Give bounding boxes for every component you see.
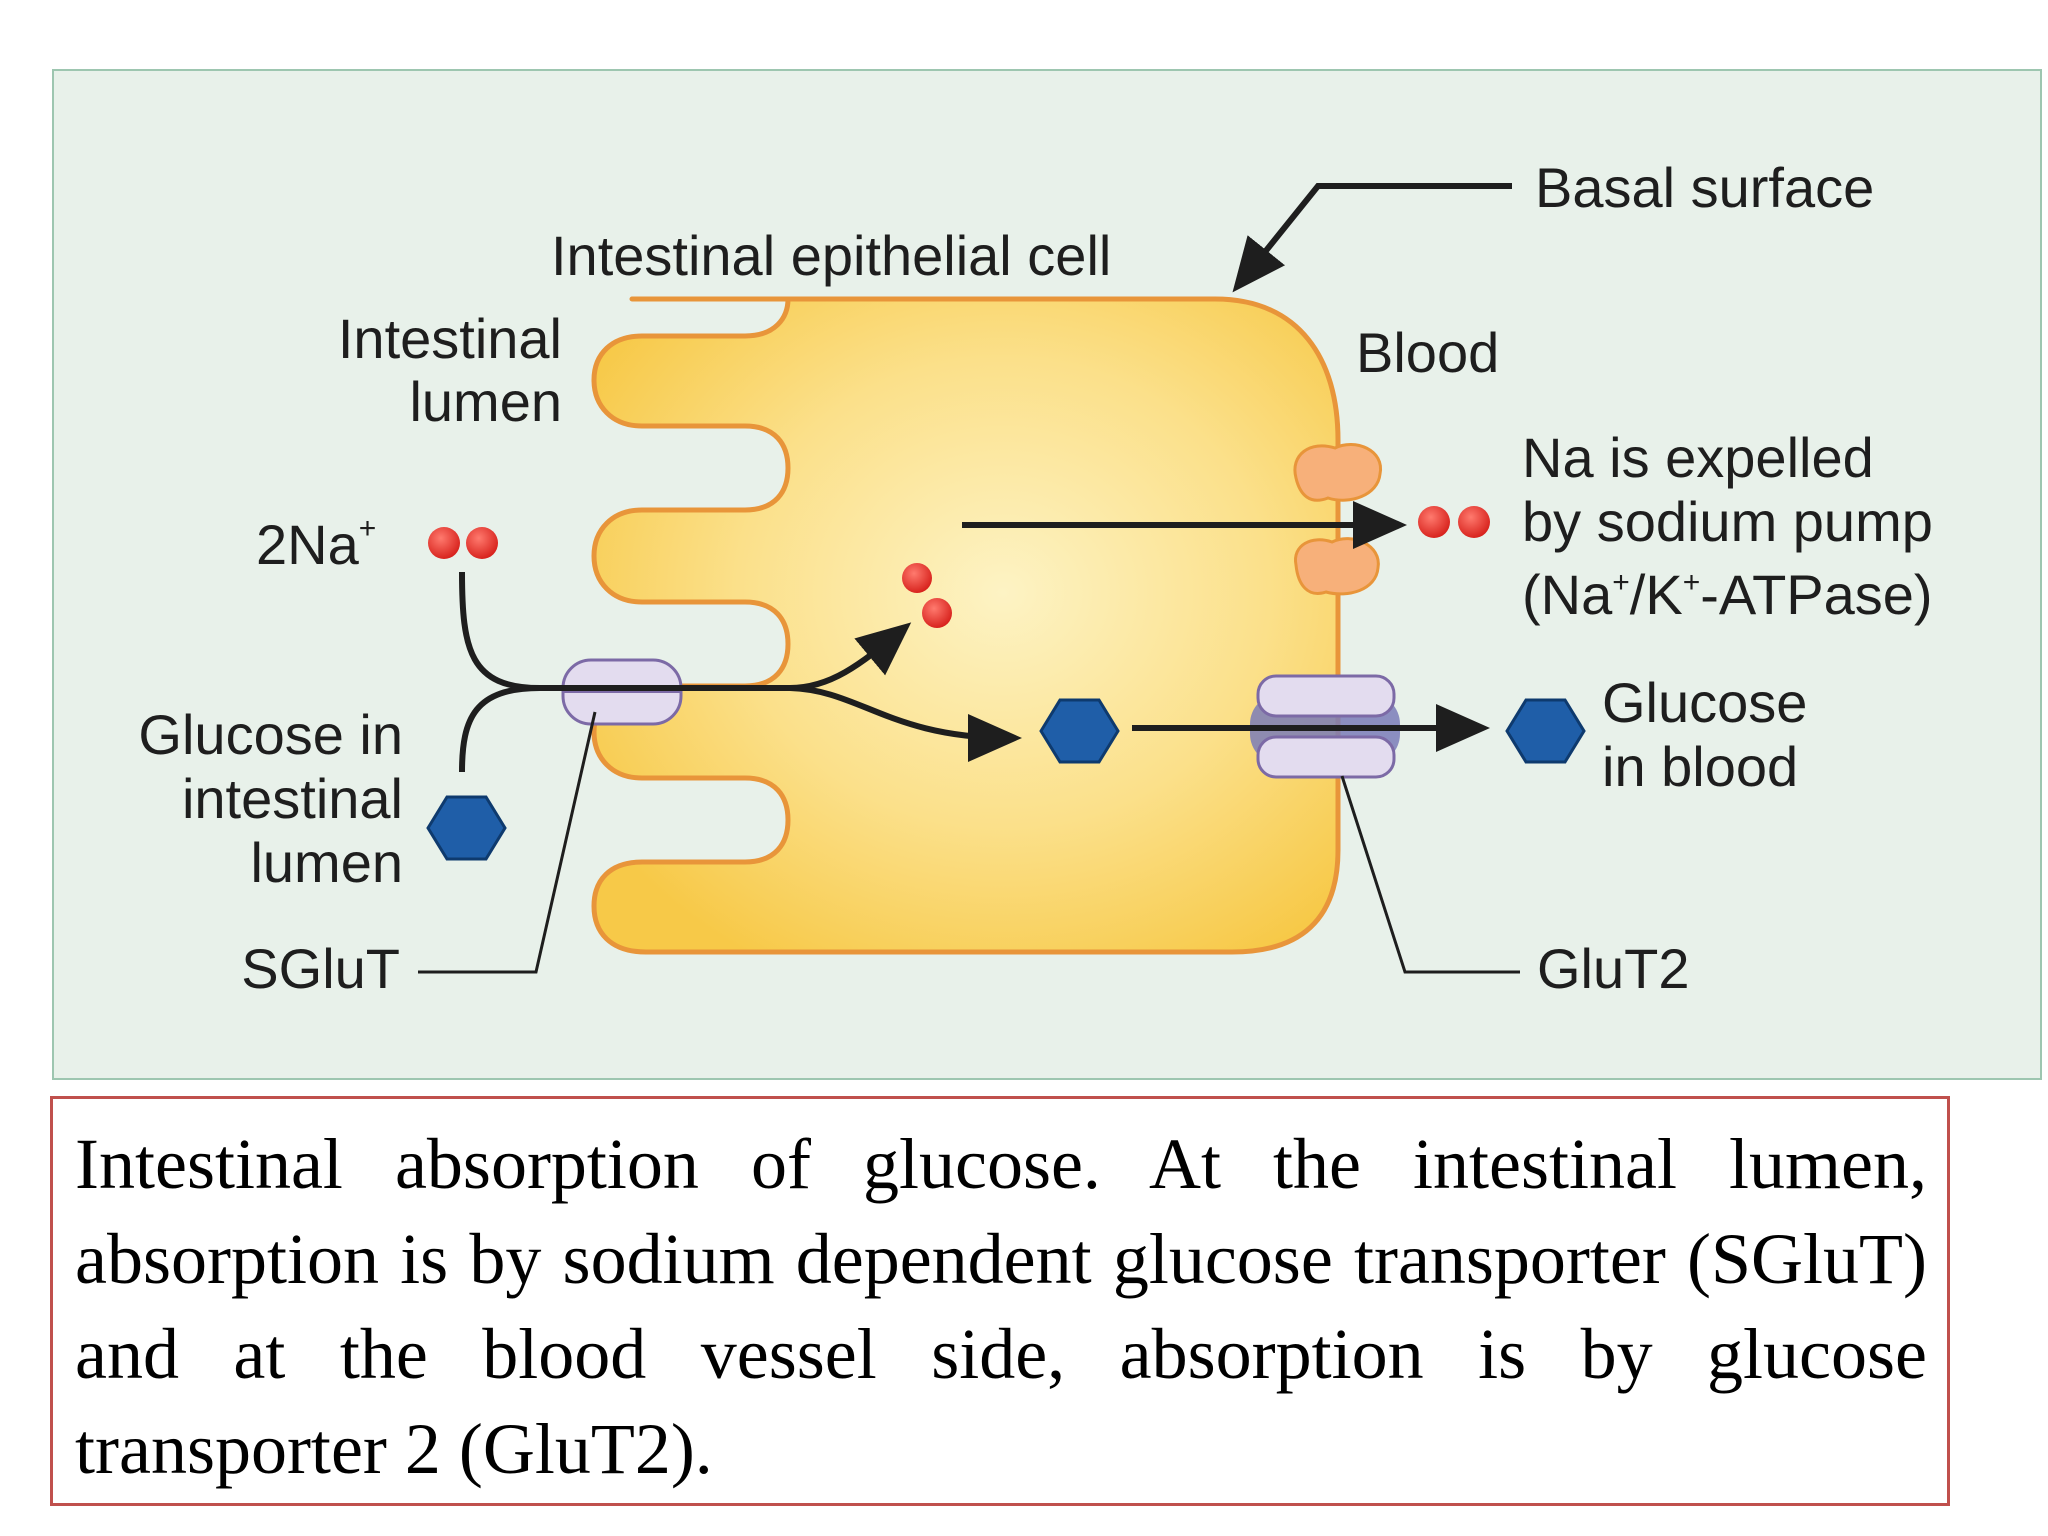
cell-label: Intestinal epithelial cell xyxy=(551,224,1111,287)
basal-surface-pointer xyxy=(1232,183,1512,293)
sodium-ion-cell-2 xyxy=(922,598,952,628)
sodium-label: 2Na+ xyxy=(256,512,376,576)
atpase-label: (Na+/K+-ATPase) xyxy=(1522,563,1933,626)
glut2-label: GluT2 xyxy=(1537,937,1690,1000)
glucose-entry-path xyxy=(459,685,541,773)
blood-label: Blood xyxy=(1356,321,1499,384)
sodium-ion-cell-1 xyxy=(902,563,932,593)
glut2-transporter-bottom xyxy=(1256,735,1396,779)
basal-surface-label: Basal surface xyxy=(1535,156,1874,219)
glut2-leader-line xyxy=(1340,775,1520,974)
glucose-blood-line1: Glucose xyxy=(1602,671,1807,734)
glucose-lumen-line3: lumen xyxy=(250,831,403,894)
sglut-leader-line xyxy=(418,711,597,974)
epithelial-cell xyxy=(591,296,1341,955)
sodium-ion-blood-2 xyxy=(1458,506,1490,538)
sglut-label: SGluT xyxy=(241,937,400,1000)
sodium-ion-lumen-1 xyxy=(428,527,460,559)
sodium-ion-blood-1 xyxy=(1418,506,1450,538)
glucose-molecule-blood xyxy=(1505,698,1586,764)
caption-box: Intestinal absorption of glucose. At the… xyxy=(50,1096,1950,1506)
na-expelled-line1: Na is expelled xyxy=(1522,426,1874,489)
glucose-blood-line2: in blood xyxy=(1602,735,1798,798)
glucose-molecule-cell xyxy=(1039,698,1120,764)
sodium-ion-lumen-2 xyxy=(466,527,498,559)
glut2-transporter-top xyxy=(1256,674,1396,718)
glucose-lumen-line1: Glucose in xyxy=(138,703,403,766)
lumen-label-line2: lumen xyxy=(409,370,562,433)
glucose-lumen-line2: intestinal xyxy=(182,767,403,830)
lumen-label-line1: Intestinal xyxy=(338,307,562,370)
caption-text: Intestinal absorption of glucose. At the… xyxy=(75,1124,1927,1489)
glucose-molecule-lumen xyxy=(426,795,507,861)
sodium-pump-top xyxy=(1293,442,1382,502)
sodium-pump-bottom xyxy=(1294,537,1380,596)
na-expelled-line2: by sodium pump xyxy=(1522,490,1933,553)
glucose-into-cell-arrow xyxy=(789,685,1022,762)
